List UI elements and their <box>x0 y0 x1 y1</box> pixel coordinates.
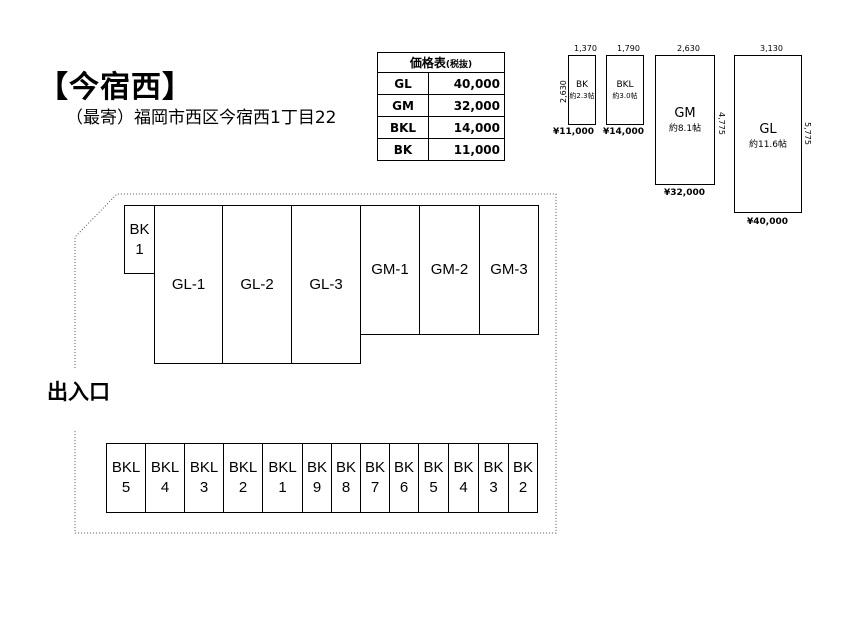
unit-number: 8 <box>341 479 351 496</box>
unit-gm-3[interactable]: GM-3 <box>479 205 539 335</box>
unit-label: BKL <box>189 459 219 476</box>
unit-label: BKL <box>268 459 297 476</box>
price-table: 価格表(税抜) GL 40,000 GM 32,000 BKL 14,000 B… <box>377 52 505 161</box>
gm-size-width: 2,630 <box>677 44 700 53</box>
price-type: BK <box>377 138 429 161</box>
unit-label: BKL <box>228 459 258 476</box>
unit-bk-7[interactable]: BK 7 <box>360 443 390 513</box>
unit-label: BK <box>512 459 533 476</box>
price-type: GM <box>377 94 429 117</box>
bk-size-width: 1,370 <box>574 44 597 53</box>
unit-bk-5[interactable]: BK 5 <box>418 443 449 513</box>
unit-label: BKL <box>150 459 180 476</box>
unit-number: 9 <box>312 479 322 496</box>
gm-size-area: 約8.1帖 <box>668 124 702 134</box>
unit-label: BK <box>364 459 385 476</box>
unit-label: GL-2 <box>240 275 274 293</box>
unit-bkl-3[interactable]: BKL 3 <box>184 443 224 513</box>
unit-bk-6[interactable]: BK 6 <box>389 443 419 513</box>
bk-size-price: ¥11,000 <box>553 127 594 137</box>
unit-label: BK <box>129 220 150 238</box>
bkl-size-width: 1,790 <box>617 44 640 53</box>
bkl-size-name: BKL <box>616 80 634 90</box>
unit-bk-9[interactable]: BK 9 <box>302 443 332 513</box>
unit-label: BK <box>393 459 414 476</box>
bkl-size-price: ¥14,000 <box>603 127 644 137</box>
bk-size-area: 約2.3帖 <box>569 92 595 100</box>
unit-bkl-2[interactable]: BKL 2 <box>223 443 263 513</box>
unit-label: GL-1 <box>171 275 206 293</box>
unit-bk-3[interactable]: BK 3 <box>478 443 509 513</box>
bkl-size-diagram: BKL 約3.0帖 <box>606 55 644 125</box>
gl-size-price: ¥40,000 <box>747 217 788 227</box>
gl-size-area: 約11.6帖 <box>748 140 788 150</box>
unit-label: BK <box>335 459 356 476</box>
unit-gm-2[interactable]: GM-2 <box>419 205 480 335</box>
unit-label: BK <box>423 459 444 476</box>
unit-bkl-1[interactable]: BKL 1 <box>262 443 303 513</box>
page-title: 【今宿西】 <box>38 70 193 105</box>
unit-number: 1 <box>278 479 287 496</box>
unit-number: 3 <box>199 479 209 496</box>
price-row: BKL 14,000 <box>377 116 505 139</box>
unit-bk-4[interactable]: BK 4 <box>448 443 479 513</box>
unit-bk-1[interactable]: BK 1 <box>124 205 155 274</box>
price-table-header-text: 価格表 <box>409 56 446 70</box>
price-value: 14,000 <box>428 116 505 139</box>
unit-number: 6 <box>399 479 409 496</box>
unit-number: 2 <box>518 479 528 496</box>
unit-gl-1[interactable]: GL-1 <box>154 205 223 364</box>
unit-number: 3 <box>489 479 498 496</box>
gl-size-name: GL <box>759 122 777 137</box>
unit-bk-2[interactable]: BK 2 <box>508 443 538 513</box>
unit-number: 5 <box>121 479 131 496</box>
gl-size-diagram: GL 約11.6帖 <box>734 55 802 213</box>
address-text: （最寄）福岡市西区今宿西1丁目22 <box>66 108 337 128</box>
entrance-label: 出入口 <box>47 380 110 404</box>
unit-number: 1 <box>135 240 144 258</box>
gm-size-price: ¥32,000 <box>664 188 705 198</box>
bk-size-diagram: BK 約2.3帖 <box>568 55 596 125</box>
unit-number: 4 <box>459 479 468 496</box>
unit-number: 7 <box>370 479 380 496</box>
price-value: 11,000 <box>428 138 505 161</box>
unit-number: 5 <box>429 479 438 496</box>
price-row: BK 11,000 <box>377 138 505 161</box>
unit-gl-2[interactable]: GL-2 <box>222 205 292 364</box>
unit-label: BK <box>306 459 327 476</box>
unit-gm-1[interactable]: GM-1 <box>360 205 420 335</box>
bkl-size-area: 約3.0帖 <box>612 92 638 100</box>
gm-size-diagram: GM 約8.1帖 <box>655 55 715 185</box>
unit-bk-8[interactable]: BK 8 <box>331 443 361 513</box>
price-row: GL 40,000 <box>377 72 505 95</box>
unit-label: GM-2 <box>430 261 469 278</box>
unit-label: GM-1 <box>371 261 409 278</box>
bk-size-name: BK <box>575 80 589 90</box>
unit-gl-3[interactable]: GL-3 <box>291 205 361 364</box>
unit-number: 4 <box>160 479 170 496</box>
unit-label: BK <box>453 459 474 476</box>
unit-label: GL-3 <box>309 275 343 293</box>
price-table-header-note: (税抜) <box>445 60 473 70</box>
unit-number: 2 <box>238 479 248 496</box>
unit-label: BKL <box>111 459 141 476</box>
gl-size-width: 3,130 <box>760 44 783 53</box>
price-value: 40,000 <box>428 72 505 95</box>
unit-bkl-4[interactable]: BKL 4 <box>145 443 185 513</box>
gm-size-name: GM <box>674 106 696 121</box>
unit-label: BK <box>483 459 504 476</box>
unit-bkl-5[interactable]: BKL 5 <box>106 443 146 513</box>
unit-label: GM-3 <box>490 261 528 278</box>
